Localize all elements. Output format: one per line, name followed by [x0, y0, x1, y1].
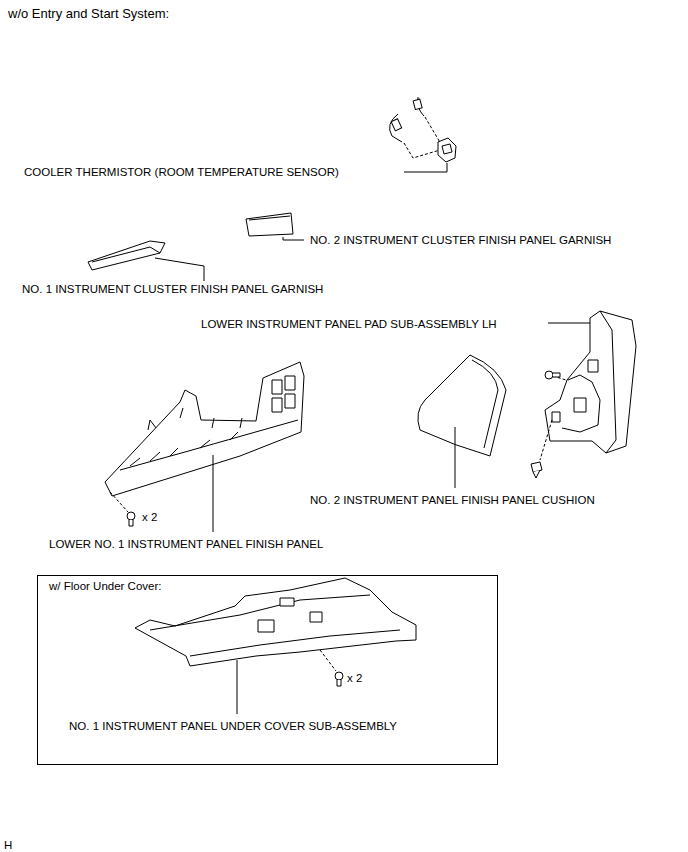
clip: [531, 462, 542, 478]
quantity-label: x 2: [347, 671, 362, 685]
part-name: COOLER THERMISTOR (ROOM TEMPERATURE SENS…: [24, 165, 339, 179]
garnish-part: [246, 213, 293, 236]
frame-heading: w/ Floor Under Cover:: [49, 579, 161, 593]
part-name: NO. 1 INSTRUMENT CLUSTER FINISH PANEL GA…: [22, 282, 323, 296]
quantity-label: x 2: [142, 510, 157, 524]
pad-part: [545, 311, 636, 453]
garnish-part: [88, 241, 165, 270]
cushion-part: [418, 355, 506, 456]
part-name: NO. 2 INSTRUMENT CLUSTER FINISH PANEL GA…: [310, 233, 611, 247]
screw: [335, 672, 343, 686]
finish-panel: [105, 362, 304, 496]
part-name: NO. 2 INSTRUMENT PANEL FINISH PANEL CUSH…: [310, 493, 595, 507]
part-name: H: [4, 838, 12, 852]
part-name: LOWER INSTRUMENT PANEL PAD SUB-ASSEMBLY …: [201, 317, 497, 331]
screw: [127, 512, 135, 526]
page-title: w/o Entry and Start System:: [8, 6, 169, 22]
cooler-thermistor: [390, 97, 456, 162]
option-frame: w/ Floor Under Cover: NO. 1 INSTRUMENT PA…: [37, 575, 498, 765]
screw: [545, 371, 560, 379]
part-name: NO. 1 INSTRUMENT PANEL UNDER COVER SUB-A…: [69, 719, 397, 733]
under-cover: [135, 578, 416, 666]
part-name: LOWER NO. 1 INSTRUMENT PANEL FINISH PANE…: [49, 537, 323, 551]
